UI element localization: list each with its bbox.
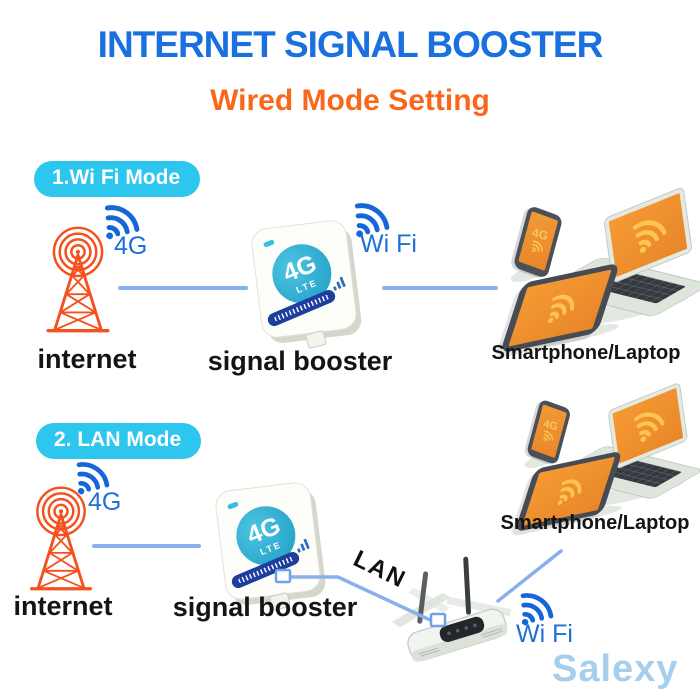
devices-label-2: Smartphone/Laptop — [500, 512, 690, 534]
router-panel — [439, 616, 485, 643]
signal-label-4g-2: 4G — [88, 488, 122, 516]
signal-label-4g-1: 4G — [114, 232, 148, 260]
signal-booster-label-1: signal booster — [207, 346, 393, 376]
signal-booster-label-2: signal booster — [172, 592, 358, 622]
router-antenna-right — [463, 556, 472, 615]
lan-connector-booster — [274, 568, 292, 584]
link-router-to-devices — [496, 549, 563, 603]
devices-label-1: Smartphone/Laptop — [491, 342, 681, 364]
badge-lan-mode: 2. LAN Mode — [36, 423, 202, 459]
watermark-logo: Salexy — [552, 648, 679, 690]
internet-label-1: internet — [37, 344, 137, 374]
signal-label-wifi-1: Wi Fi — [360, 230, 417, 258]
router-front — [411, 624, 508, 662]
page-title: INTERNET SIGNAL BOOSTER — [97, 24, 604, 65]
signal-label-wifi-router: Wi Fi — [516, 620, 573, 648]
page-subtitle: Wired Mode Setting — [210, 84, 490, 117]
internet-label-2: internet — [13, 591, 113, 621]
wifi-router-icon — [391, 556, 512, 662]
lan-connector-router — [429, 612, 447, 628]
router-shadow — [408, 587, 450, 613]
badge-wifi-mode: 1.Wi Fi Mode — [34, 161, 201, 197]
router-antenna-left — [417, 571, 429, 624]
lan-cable-line — [287, 575, 435, 623]
